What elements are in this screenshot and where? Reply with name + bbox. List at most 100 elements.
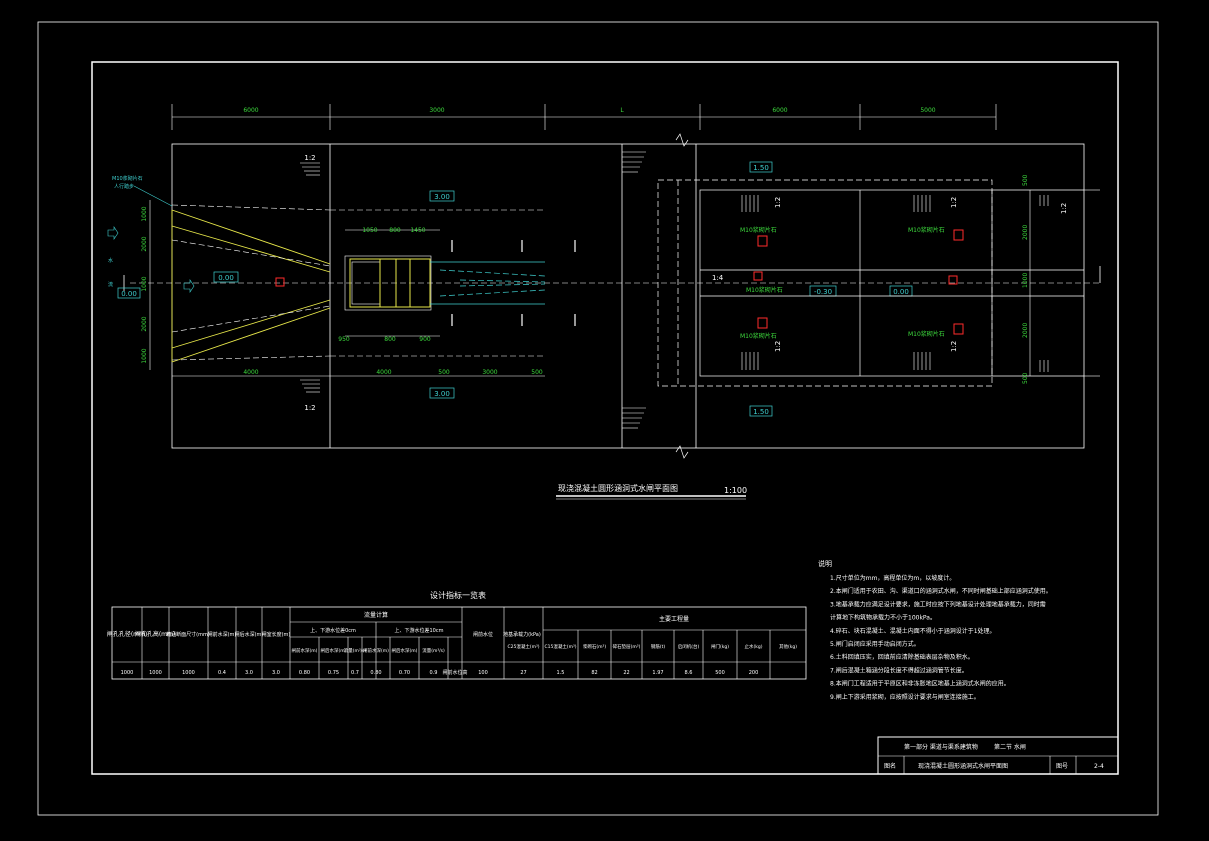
table-cell: 100 [478, 670, 488, 676]
table-cell: 1.5 [557, 670, 565, 676]
notes-heading: 说明 [818, 559, 832, 568]
note-item: 计算地下构筑物承载力不小于100kPa。 [830, 614, 936, 622]
table-cell: 3.0 [272, 670, 280, 676]
dim-right-5: 500 [1022, 372, 1029, 384]
slope-4: 1:2 [774, 341, 782, 352]
th-flow-col: 闸前水深(m) [292, 647, 318, 654]
dim-right-2: 2000 [1022, 225, 1029, 240]
dim-left-4: 2000 [141, 316, 148, 331]
drawing-scale: 1:100 [724, 486, 747, 495]
table-cell: 27 [520, 670, 526, 676]
table-cell: 0.80 [299, 670, 310, 676]
th-qty-col: 浆砌石(m³) [583, 643, 606, 650]
dim-left-1: 1000 [141, 206, 148, 221]
th-qty-col: C25混凝土(m³) [507, 643, 539, 650]
th-flow-b: 上、下游水位差10cm [395, 627, 444, 634]
dim-mid-6: 900 [419, 336, 431, 343]
table-cell: 82 [591, 670, 597, 676]
note-item: 8.本闸门工程适用于平原区和非冻胀地区地基上涵洞式水闸的应用。 [830, 680, 1010, 688]
th-flow-col: 流量(m³/s) [422, 647, 445, 654]
table-cell: 200 [749, 670, 759, 676]
dim-bot-3: 500 [438, 369, 450, 376]
green-label-5: M10浆砌片石 [746, 286, 783, 294]
note-left2: 人行踏步 [114, 183, 134, 190]
outer-frame [37, 21, 1159, 816]
th-qty-col: 其他(kg) [779, 643, 797, 650]
tb-r2c2: 现浇混凝土圆形涵洞式水闸平面图 [918, 762, 1008, 770]
dim-mid-1: 1050 [362, 227, 377, 234]
table-cell: 0.9 [430, 670, 438, 676]
th-5: 闸后水深(m) [235, 631, 264, 638]
drawing-title: 现浇混凝土圆形涵洞式水闸平面图 1:100 [556, 483, 747, 500]
note-item: 5.闸门启闭应采用手动启闭方式。 [830, 640, 920, 648]
elev-1: 0.00 [121, 290, 137, 298]
tb-r2c1: 图名 [884, 762, 896, 770]
table-cell: 0.80 [370, 670, 381, 676]
note-item: 9.闸上下游采用浆砌，应按照设计要求与闸室连接施工。 [830, 693, 980, 701]
elev-2: 0.00 [218, 274, 234, 282]
slope-3: 1:2 [774, 197, 782, 208]
th-qty-col: 闸门(kg) [711, 643, 729, 650]
table-cell: 0.75 [328, 670, 339, 676]
th-2: 闸孔孔高(mm) [135, 630, 175, 638]
slope-8: 1:2 [1060, 203, 1068, 214]
green-label-1: M10浆砌片石 [740, 226, 777, 234]
note-item: 3.地基承载力应满足设计要求，施工时应按下列地基设计处理地基承载力，同时需 [830, 600, 1046, 608]
tb-r2c4: 2-4 [1094, 763, 1104, 770]
table-cell: 1000 [121, 670, 134, 676]
elev-6: 1.50 [753, 408, 769, 416]
th-flow: 流量计算 [364, 611, 388, 619]
th-flow-col: 闸后水深(m) [392, 647, 418, 654]
th-4: 闸前水深(m) [208, 631, 237, 638]
slope-1: 1:2 [304, 154, 315, 162]
dim-top-2: 3000 [429, 107, 444, 114]
side-label-1: 水 [108, 257, 113, 264]
th-9: 主要工程量 [659, 615, 689, 623]
th-qty-col: 启闭机(台) [678, 643, 700, 650]
th-6: 闸室长度(m) [262, 631, 291, 638]
green-label-4: M10浆砌片石 [908, 330, 945, 338]
dim-mid-3: 1450 [410, 227, 425, 234]
tb-r2c3: 图号 [1056, 763, 1068, 770]
note-item: 6.土料回填压实，回填前应清除基础表层杂物及积水。 [830, 653, 974, 661]
note-item: 1.尺寸单位为mm，高程单位为m，以坡度计。 [830, 574, 955, 582]
dim-top-4: 6000 [772, 107, 787, 114]
dim-top-1: 6000 [243, 107, 258, 114]
tb-r1c1: 第一部分 渠道与渠系建筑物 [904, 743, 978, 751]
elev-8: -0.30 [814, 288, 832, 296]
th-flow-col: 流量(m³/s) [344, 647, 367, 654]
th-flow-a: 上、下游水位差0cm [310, 627, 356, 634]
table-cell: 0.7 [351, 670, 359, 676]
table-cell: 1000 [149, 670, 162, 676]
th-8: 地基承载力(kPa) [503, 631, 541, 638]
table-cell: 闸前水位高 [442, 669, 467, 676]
design-table: 设计指标一览表 闸孔孔径(mm) 闸孔孔高(mm) 箱涵断面尺寸(mm) 闸前水… [107, 590, 807, 680]
table-cell: 0.70 [399, 670, 410, 676]
th-3: 箱涵断面尺寸(mm) [166, 631, 210, 638]
dim-mid-5: 800 [384, 336, 396, 343]
note-left: M10浆砌片石 [112, 175, 143, 182]
table-cell: 3.0 [245, 670, 253, 676]
table-cell: 1.97 [652, 670, 663, 676]
th-flow-col: 闸后水深(m) [321, 647, 347, 654]
dim-bot-1: 4000 [243, 369, 258, 376]
dim-left-2: 2000 [141, 236, 148, 251]
th-qty-col: 碎石垫层(m³) [613, 643, 641, 650]
note-item: 4.碎石、块石混凝土、混凝土内面不得小于涵洞设计于1处理。 [830, 627, 996, 635]
dim-mid-4: 950 [338, 336, 350, 343]
table-cell: 8.6 [685, 670, 693, 676]
dim-right-4: 2000 [1022, 323, 1029, 338]
th-qty-col: 止水(kg) [745, 643, 763, 650]
th-7: 闸前水位 [473, 631, 493, 638]
dim-left-3: 1000 [141, 276, 148, 291]
slope-6: 1:2 [950, 341, 958, 352]
note-item: 7.闸后混凝土箱涵分段长度不得超过涵洞管节长度。 [830, 666, 968, 674]
slope-5: 1:2 [950, 197, 958, 208]
dim-bot-5: 500 [531, 369, 543, 376]
dim-top-3: L [620, 107, 624, 114]
slope-7: 1:4 [712, 274, 724, 282]
dim-mid-2: 800 [389, 227, 401, 234]
elev-4: 3.00 [434, 390, 450, 398]
elev-7: 0.00 [893, 288, 909, 296]
